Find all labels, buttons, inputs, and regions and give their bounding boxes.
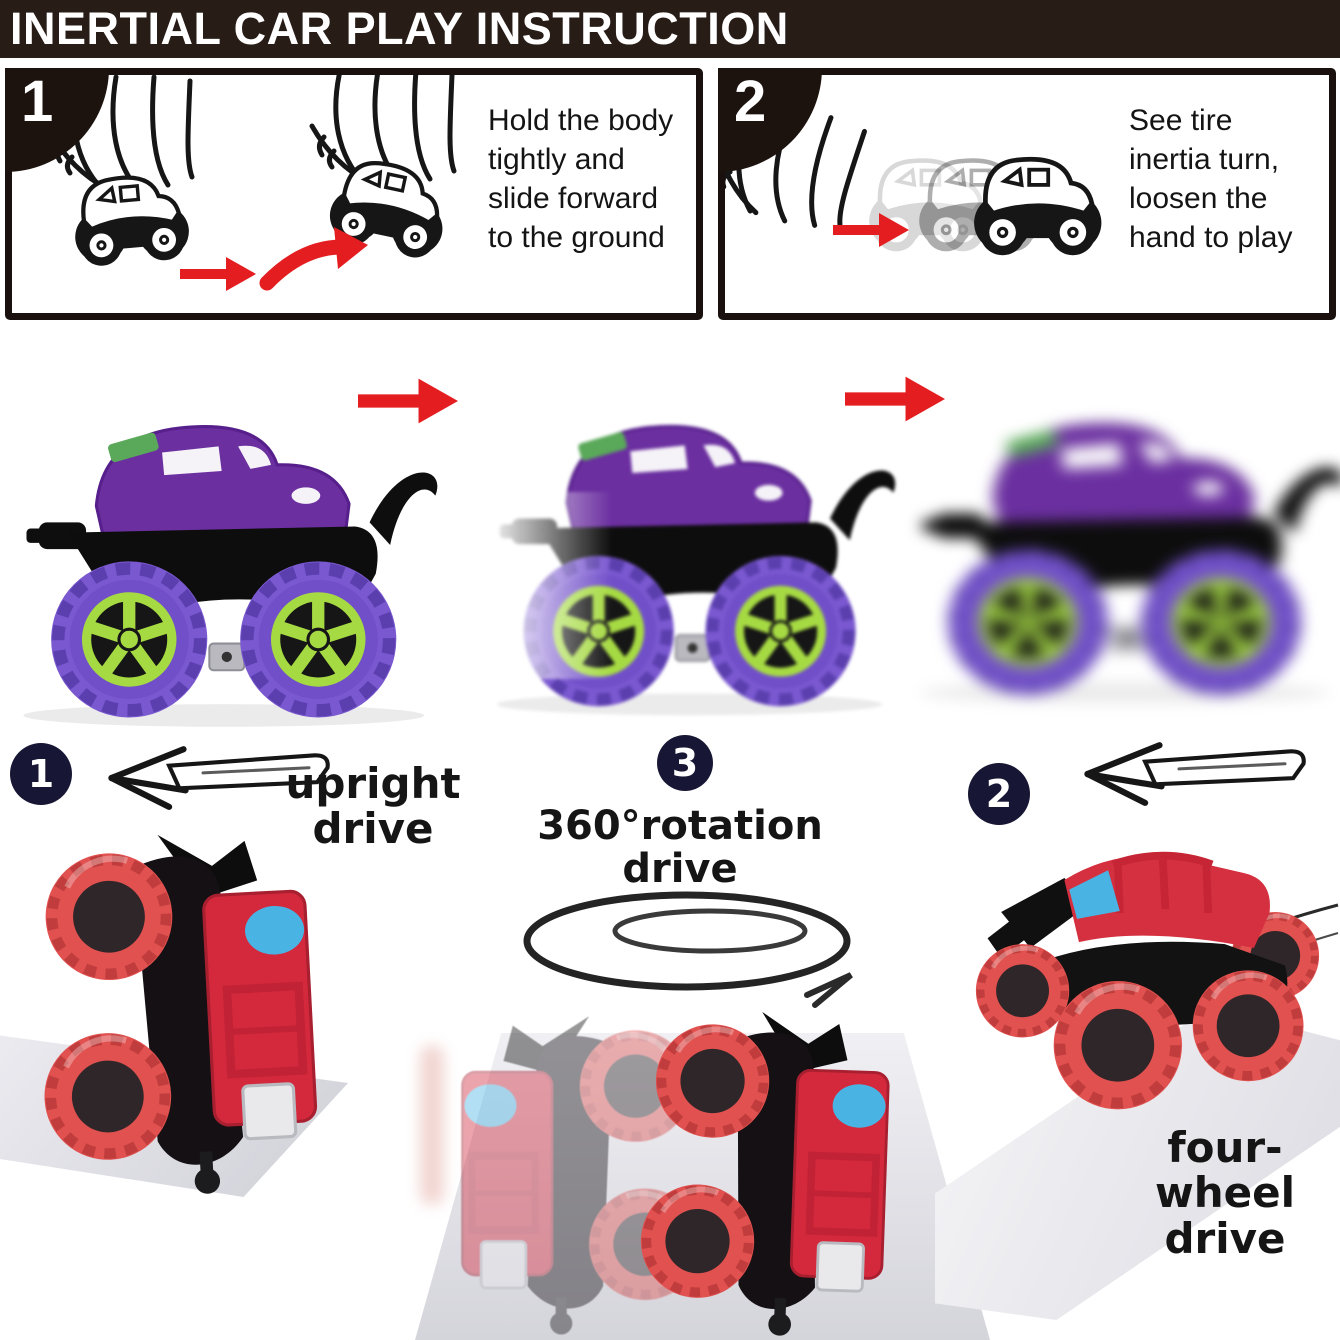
- red-arrow-curved-icon: [259, 239, 350, 291]
- step-1-corner-badge: 1: [5, 68, 109, 172]
- step-2-number: 2: [734, 69, 767, 134]
- instruction-panel-2: 2 See tire inertia turn, loosen the hand…: [718, 68, 1336, 320]
- page-title: INERTIAL CAR PLAY INSTRUCTION: [10, 3, 789, 54]
- red-truck-rotation-photo: [622, 998, 929, 1340]
- title-bar: INERTIAL CAR PLAY INSTRUCTION: [0, 0, 1340, 58]
- toy-car-sketch-icon: [70, 172, 191, 267]
- purple-truck-start: [8, 398, 460, 733]
- hold-and-slide-illustration: [12, 75, 490, 291]
- toy-car-sketch-icon: [974, 159, 1101, 255]
- upright-drive-label: upright drive: [285, 759, 461, 854]
- instruction-panel-1: 1 Hold the body tightly and slide forwar…: [5, 68, 703, 320]
- red-truck-ramp-photo: [972, 813, 1322, 1118]
- red-arrow-right-icon: [180, 257, 256, 291]
- stunt-1-number: 1: [27, 752, 55, 796]
- motion-streak: [462, 492, 612, 679]
- stunt-1-badge: 1: [10, 743, 72, 805]
- four-wheel-drive-label: four-wheel drive: [1154, 1123, 1296, 1263]
- blur-smear: [420, 1045, 444, 1205]
- purple-truck-moving: [462, 390, 917, 730]
- panel-2-text: See tire inertia turn, loosen the hand t…: [1129, 104, 1293, 254]
- red-arrow-curved-head: [334, 227, 368, 269]
- panel-1-text: Hold the body tightly and slide forward …: [488, 104, 674, 254]
- purple-truck-blurred: [904, 386, 1340, 721]
- stunt-2-badge: 2: [968, 763, 1030, 825]
- rotation-swirl-icon: [523, 891, 853, 1008]
- rotation-drive-label: 360°rotation drive: [537, 803, 823, 893]
- red-truck-upright-photo: [18, 815, 357, 1211]
- stunt-3-number: 3: [671, 741, 699, 785]
- launch-sequence: [0, 330, 1340, 740]
- step-2-corner-badge: 2: [718, 68, 822, 172]
- step-1-number: 1: [21, 69, 54, 134]
- stunt-modes: 1 upright drive 3 360°rotation drive 2 f…: [0, 735, 1340, 1340]
- stunt-3-badge: 3: [657, 735, 713, 791]
- stunt-2-number: 2: [985, 772, 1013, 816]
- hand-arrow-left-icon: [1078, 737, 1313, 809]
